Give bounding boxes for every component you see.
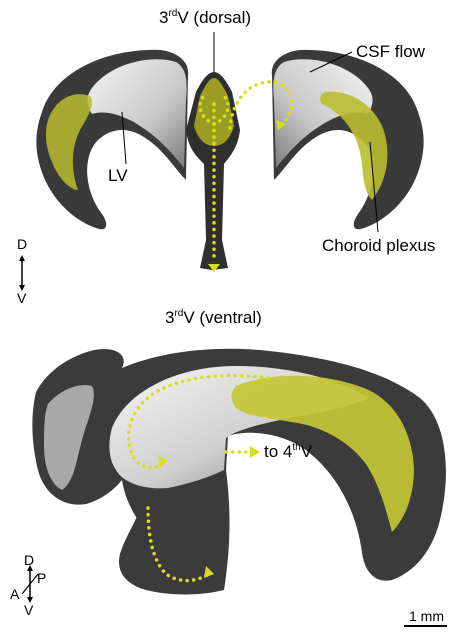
orientation-top-d: D xyxy=(17,236,27,252)
label-third-ventricle-dorsal: 3rdV (dorsal) xyxy=(159,8,251,28)
label-csf-flow: CSF flow xyxy=(356,42,425,62)
csf-arrowhead-bottom-2 xyxy=(250,446,260,458)
label-lv: LV xyxy=(108,166,128,186)
label-to-fourth-ventricle: to 4thV xyxy=(264,442,312,462)
label-choroid-plexus: Choroid plexus xyxy=(322,236,435,256)
orientation-top-v: V xyxy=(17,290,26,306)
scale-bar-label: 1 mm xyxy=(409,608,444,624)
label-third-ventricle-ventral: 3rdV (ventral) xyxy=(165,308,262,328)
orientation-bottom-d: D xyxy=(24,552,34,568)
orientation-top-up-head xyxy=(19,255,25,261)
orientation-bottom-p: P xyxy=(37,570,46,586)
orientation-bottom-v: V xyxy=(24,602,33,618)
orientation-bottom-a: A xyxy=(10,586,19,602)
